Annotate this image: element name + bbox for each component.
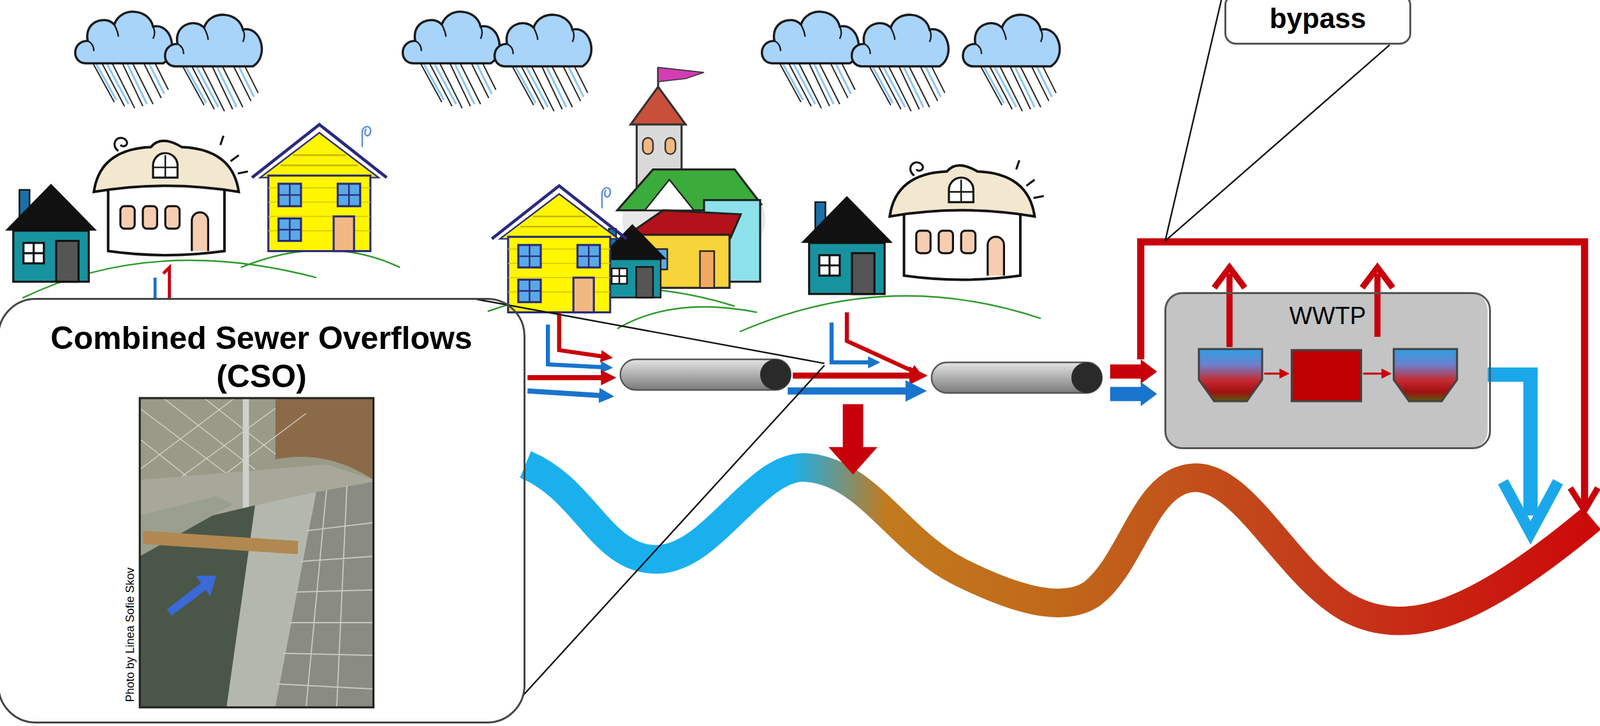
houses-right [800, 160, 1044, 294]
houses-left [5, 124, 387, 282]
callout-box: bypass [1224, 0, 1412, 45]
overflow-arrow [828, 404, 878, 475]
leader-lines [475, 0, 1391, 696]
river [525, 464, 1592, 621]
treatment-plant [1164, 267, 1488, 449]
flow-arrows [527, 312, 921, 397]
callout-panel: Combined Sewer Overflows (CSO) Photo by L… [0, 297, 526, 724]
treatment-plant-box: WWTP [1164, 292, 1491, 449]
treated-outflow [1487, 374, 1558, 533]
callout-title: Combined Sewer Overflows (CSO) [31, 318, 492, 396]
cso-photo [139, 397, 374, 708]
house-connections [154, 267, 169, 298]
plant-label: WWTP [1166, 301, 1490, 331]
photo-credit: Photo by Linea Sofie Skov [123, 566, 138, 702]
town-center [491, 67, 766, 313]
inflow-arrows [1110, 359, 1158, 407]
callout-label: bypass [1226, 1, 1410, 36]
rain-clouds [75, 11, 1060, 111]
